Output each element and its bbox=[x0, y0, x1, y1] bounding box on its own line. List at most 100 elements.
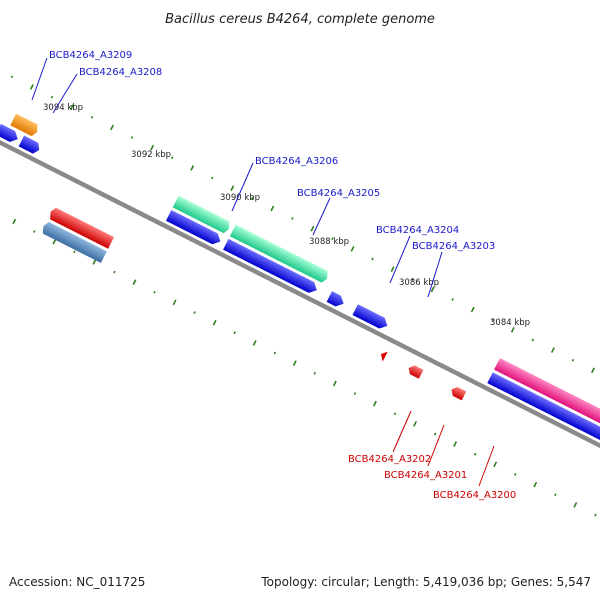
leader-line bbox=[312, 197, 331, 236]
gene-label-a3203[interactable]: BCB4264_A3203 bbox=[412, 241, 495, 252]
major-tick bbox=[453, 441, 458, 447]
gene-arrow-reverse-a3200[interactable] bbox=[449, 385, 467, 401]
minor-tick bbox=[411, 277, 414, 281]
leader-line bbox=[52, 73, 78, 114]
major-tick bbox=[550, 347, 555, 353]
minor-tick bbox=[10, 75, 14, 79]
minor-tick bbox=[73, 250, 76, 254]
minor-tick bbox=[90, 115, 94, 119]
gene-arrow-forward-a3205[interactable] bbox=[229, 224, 330, 284]
major-tick bbox=[292, 360, 297, 366]
major-tick bbox=[390, 266, 395, 272]
minor-tick bbox=[491, 318, 494, 322]
minor-tick bbox=[371, 257, 374, 261]
leader-line bbox=[389, 235, 411, 284]
major-tick bbox=[132, 279, 137, 285]
tick-layer bbox=[10, 75, 597, 517]
minor-tick bbox=[251, 196, 254, 200]
major-tick bbox=[270, 205, 275, 212]
major-tick bbox=[110, 124, 114, 131]
map-title: Bacillus cereus B4264, complete genome bbox=[165, 12, 435, 27]
gene-arrow-reverse[interactable] bbox=[47, 206, 115, 249]
gene-arrow-forward[interactable] bbox=[18, 135, 42, 156]
minor-tick bbox=[393, 412, 397, 416]
minor-tick bbox=[211, 176, 214, 180]
major-tick bbox=[150, 144, 155, 151]
map-body bbox=[0, 75, 600, 517]
gene-label-a3208[interactable]: BCB4264_A3208 bbox=[79, 67, 162, 78]
gene-arrow-forward-a3204[interactable] bbox=[326, 291, 347, 309]
minor-tick bbox=[273, 351, 276, 355]
kbp-label: 3086 kbp bbox=[399, 278, 439, 288]
major-tick bbox=[212, 319, 217, 326]
major-tick bbox=[92, 259, 97, 265]
gene-arrow-forward-a3203[interactable] bbox=[352, 304, 391, 331]
leader-line bbox=[427, 251, 443, 298]
gene-label-a3200[interactable]: BCB4264_A3200 bbox=[433, 490, 516, 501]
major-tick bbox=[533, 481, 538, 488]
gene-label-a3201[interactable]: BCB4264_A3201 bbox=[384, 470, 467, 481]
major-tick bbox=[190, 165, 195, 171]
gene-label-a3206[interactable]: BCB4264_A3206 bbox=[255, 156, 338, 167]
minor-tick bbox=[433, 432, 437, 436]
gene-arrow-reverse-a3202[interactable] bbox=[378, 350, 388, 362]
gene-arrow-forward[interactable] bbox=[487, 372, 600, 452]
minor-tick bbox=[170, 156, 174, 160]
minor-tick bbox=[571, 358, 575, 362]
minor-tick bbox=[554, 493, 557, 497]
gene-label-a3202[interactable]: BCB4264_A3202 bbox=[348, 454, 431, 465]
major-tick bbox=[29, 84, 34, 90]
major-tick bbox=[52, 238, 57, 245]
minor-tick bbox=[130, 136, 134, 139]
gene-arrow-forward-a3206[interactable] bbox=[165, 210, 223, 247]
minor-tick bbox=[594, 513, 597, 517]
minor-tick bbox=[233, 331, 236, 335]
gene-label-a3204[interactable]: BCB4264_A3204 bbox=[376, 225, 459, 236]
gene-arrow-forward[interactable] bbox=[10, 113, 40, 138]
leader-line bbox=[231, 162, 254, 212]
major-tick bbox=[12, 218, 17, 225]
minor-tick bbox=[313, 371, 317, 375]
gene-arrow-forward[interactable] bbox=[0, 123, 21, 145]
kbp-label: 3092 kbp bbox=[131, 150, 171, 160]
major-tick bbox=[493, 461, 498, 468]
gene-label-a3205[interactable]: BCB4264_A3205 bbox=[297, 188, 380, 199]
minor-tick bbox=[473, 452, 477, 456]
minor-tick bbox=[33, 230, 36, 233]
gene-label-a3209[interactable]: BCB4264_A3209 bbox=[49, 50, 132, 61]
major-tick bbox=[70, 104, 74, 110]
major-tick bbox=[573, 502, 578, 508]
minor-tick bbox=[514, 473, 517, 476]
gene-arrow-forward-a3206[interactable] bbox=[172, 195, 232, 235]
leader-line bbox=[478, 445, 495, 487]
kbp-label: 3088 kbp bbox=[309, 237, 349, 247]
major-tick bbox=[350, 246, 355, 252]
major-tick bbox=[510, 327, 515, 333]
minor-tick bbox=[451, 298, 454, 301]
major-tick bbox=[172, 299, 177, 306]
kbp-label: 3094 kbp bbox=[43, 103, 83, 113]
genome-summary-text: Topology: circular; Length: 5,419,036 bp… bbox=[260, 575, 591, 589]
reverse-gene-labels: BCB4264_A3202 BCB4264_A3201 BCB4264_A320… bbox=[348, 410, 516, 501]
minor-tick bbox=[153, 290, 156, 294]
minor-tick bbox=[193, 311, 196, 314]
major-tick bbox=[413, 421, 417, 427]
major-tick bbox=[252, 340, 257, 346]
major-tick bbox=[230, 185, 235, 191]
gene-arrow-reverse[interactable] bbox=[40, 221, 107, 263]
major-tick bbox=[372, 400, 377, 407]
minor-tick bbox=[113, 270, 116, 274]
leader-line bbox=[392, 410, 412, 453]
gene-arrow-forward-a3205[interactable] bbox=[223, 238, 319, 296]
minor-tick bbox=[50, 95, 54, 99]
gene-arrow-reverse-a3201[interactable] bbox=[406, 364, 424, 379]
accession-text: Accession: NC_011725 bbox=[9, 575, 145, 589]
major-tick bbox=[310, 225, 315, 232]
kbp-labels: 3094 kbp 3092 kbp 3090 kbp 3088 kbp 3086… bbox=[43, 103, 530, 328]
minor-tick bbox=[331, 237, 334, 241]
genome-backbone bbox=[0, 119, 600, 467]
minor-tick bbox=[531, 338, 535, 342]
major-tick bbox=[470, 306, 475, 313]
major-tick bbox=[332, 380, 337, 387]
